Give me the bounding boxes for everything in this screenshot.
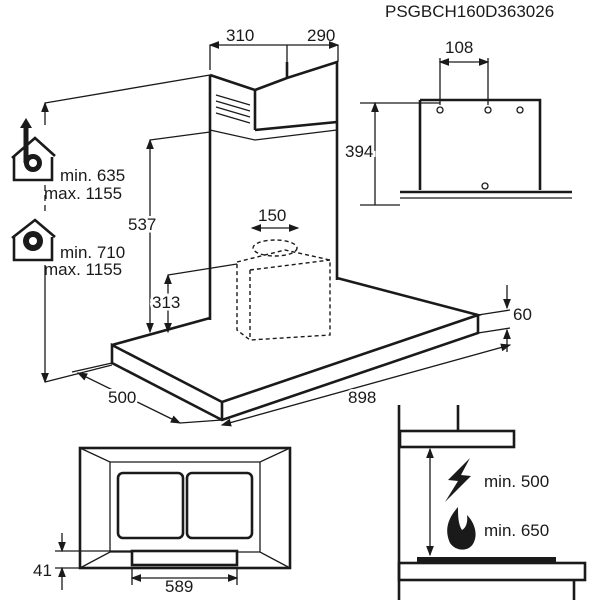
dim-filter-width: 589 xyxy=(165,577,193,596)
recirculation-min: min. 710 xyxy=(60,243,125,262)
dim-height-537: 537 xyxy=(128,215,156,234)
exhaust-max: max. 1155 xyxy=(44,184,122,203)
dim-canopy-thickness: 60 xyxy=(513,305,532,324)
electric-hob-icon xyxy=(445,458,471,502)
wall-bracket-detail: 108 394 xyxy=(343,38,572,206)
clearance-gas: min. 650 xyxy=(484,521,549,540)
clearance-detail: min. 500 min. 650 xyxy=(397,405,587,600)
recirculation-max: max. 1155 xyxy=(44,260,122,279)
gas-hob-icon xyxy=(447,507,476,550)
hood-perspective-view: 310 290 150 537 313 60 898 xyxy=(41,26,532,427)
dim-chimney-width: 290 xyxy=(307,26,335,45)
dim-chimney-depth: 310 xyxy=(226,26,254,45)
vent-grille xyxy=(215,94,251,124)
exhaust-mode-icon xyxy=(11,118,56,182)
grease-filter-right xyxy=(185,471,254,540)
exhaust-min: min. 635 xyxy=(60,166,125,185)
hood-bottom-view: 589 41 xyxy=(33,446,292,596)
recirculation-mode-icon xyxy=(11,218,56,262)
dim-canopy-depth: 500 xyxy=(108,388,136,407)
model-number: PSGBCH160D363026 xyxy=(385,2,554,21)
dim-bracket-spacing: 108 xyxy=(445,38,473,57)
dim-outlet-diameter: 150 xyxy=(258,206,286,225)
dim-canopy-width: 898 xyxy=(348,388,376,407)
dim-motor-height: 313 xyxy=(152,293,180,312)
dim-filter-offset: 41 xyxy=(33,561,52,580)
dim-bracket-height: 394 xyxy=(345,142,373,161)
grease-filter-left xyxy=(116,471,185,540)
clearance-electric: min. 500 xyxy=(484,472,549,491)
